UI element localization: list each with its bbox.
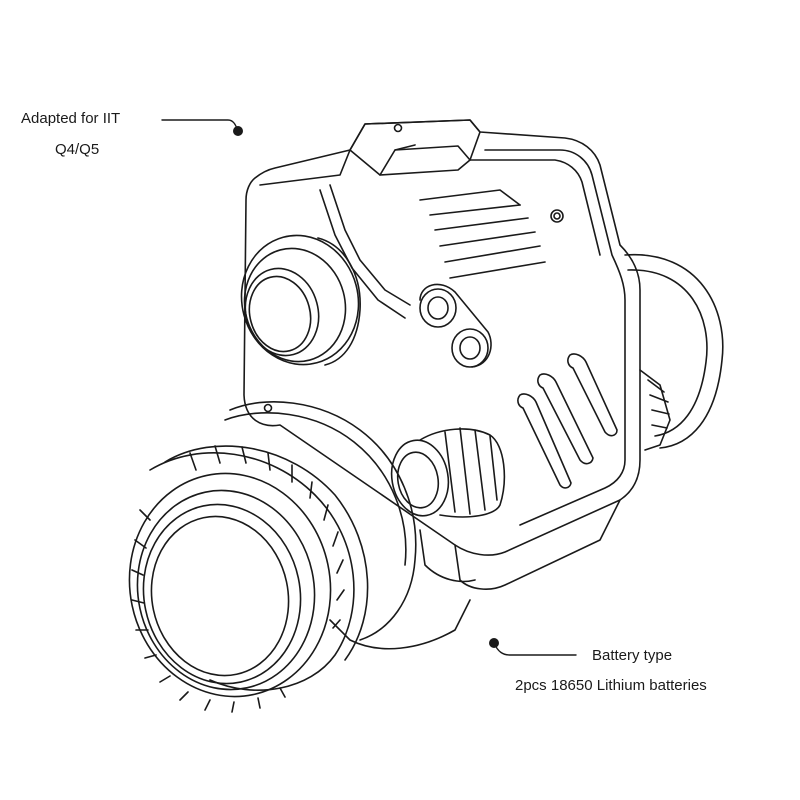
callout-battery-line1: Battery type xyxy=(592,647,673,664)
objective-lens xyxy=(128,401,417,713)
sensor-windows xyxy=(419,283,492,368)
callout-leader-battery xyxy=(489,638,577,656)
callout-tube-line2: Q4/Q5 xyxy=(55,141,100,158)
callout-battery-line2: 2pcs 18650 Lithium batteries xyxy=(515,677,707,694)
callout-leader-tube xyxy=(161,119,243,136)
callout-tube-line1: Adapted for IIT xyxy=(21,110,121,127)
ir-illuminator xyxy=(240,234,361,366)
main-housing xyxy=(243,119,641,650)
eyecup xyxy=(624,254,724,451)
focus-knob xyxy=(390,427,506,518)
